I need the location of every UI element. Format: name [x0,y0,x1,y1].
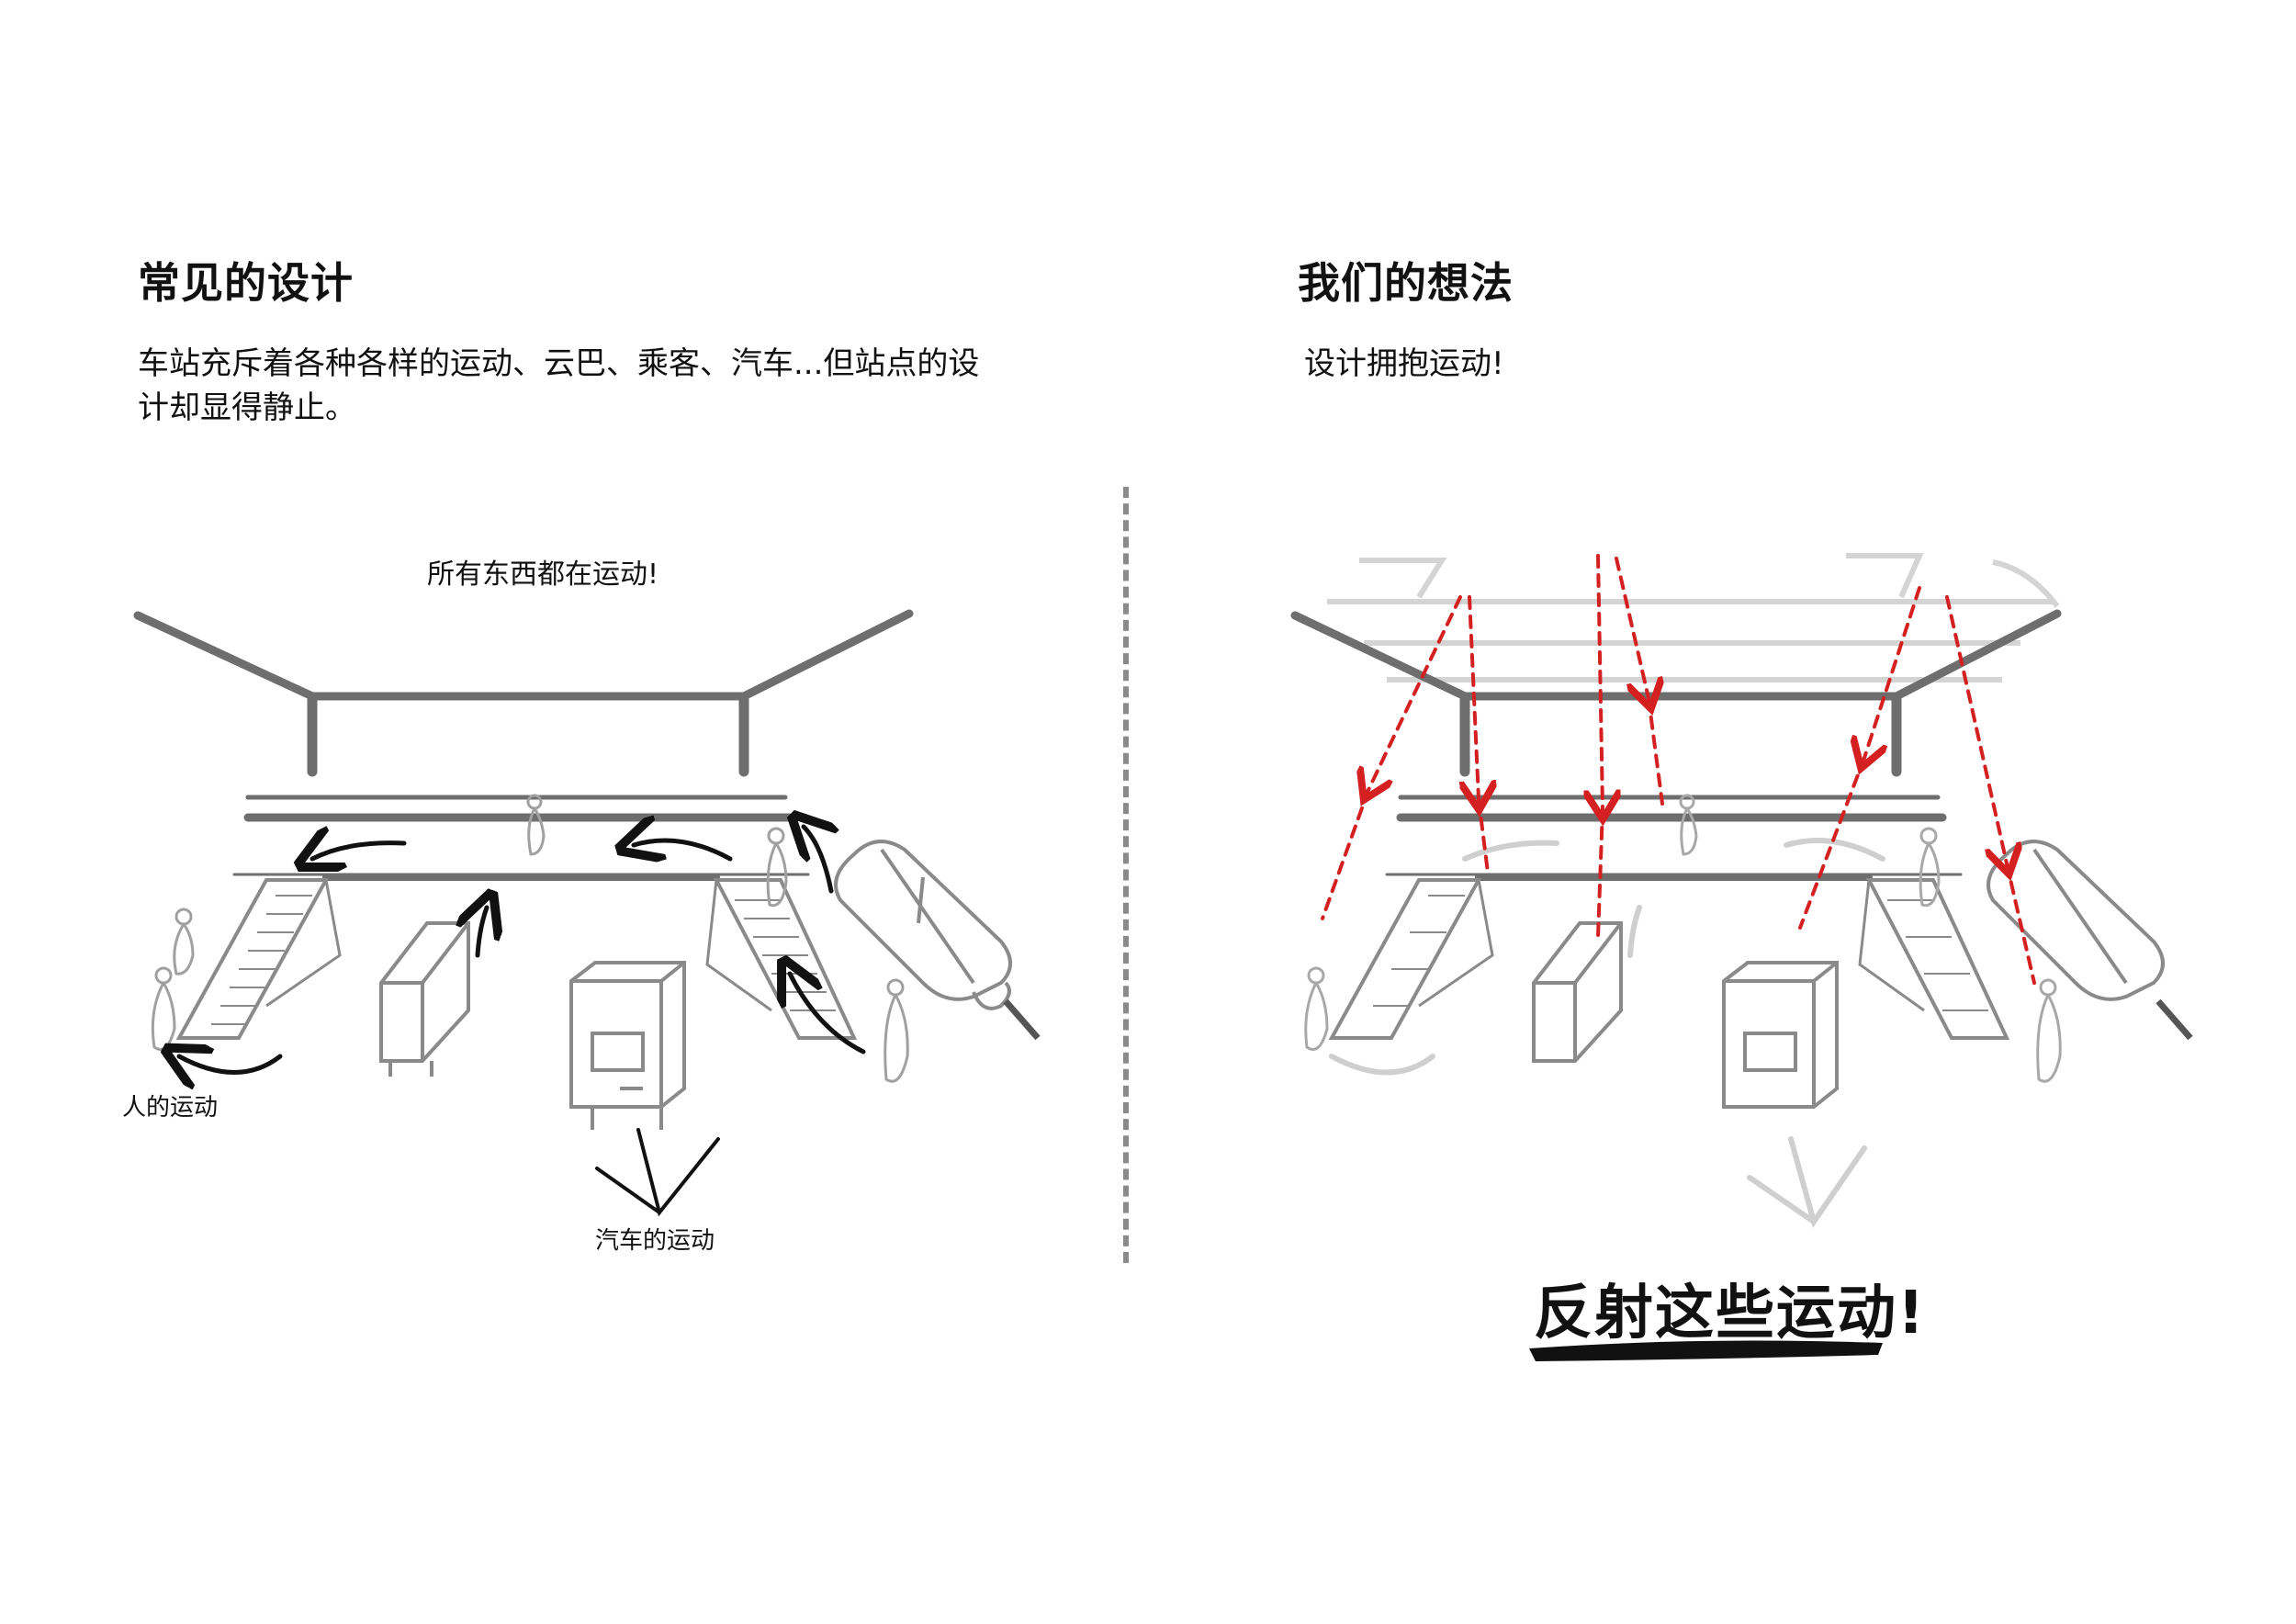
car-motion-label: 汽车的运动 [595,1227,715,1255]
right-vehicles [1532,921,1839,1109]
left-description-line2: 计却显得静止。 [138,389,356,426]
right-people [1304,794,2062,1083]
left-platform [232,795,810,881]
right-train [1986,840,2193,1041]
right-heading: 我们的想法 [1298,258,1514,308]
left-truck [569,961,686,1130]
left-heading: 常见的设计 [138,258,354,308]
left-description-line1: 车站充斥着各种各样的运动、云巴、乘客、汽车...但站点的设 [138,345,980,382]
left-sketch-caption: 所有东西都在运动! [427,558,659,591]
people-motion-label: 人的运动 [122,1094,219,1122]
slogan-title: 反射这些运动! [1534,1280,1927,1348]
right-reflection-lines [1321,554,2036,985]
right-description: 设计拥抱运动! [1304,345,1504,382]
left-escalator-left [175,878,342,1040]
left-ceiling [133,609,914,777]
right-ceiling [1290,609,2062,777]
left-train [834,840,1041,1041]
left-motion-arrows [179,827,866,1217]
right-escalators [1328,878,2010,1040]
left-bus [379,921,470,1077]
section-divider [1123,487,1129,1263]
